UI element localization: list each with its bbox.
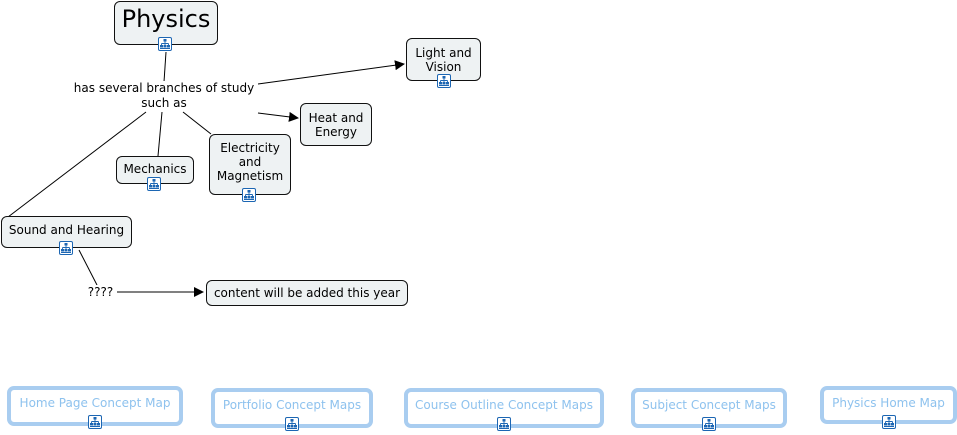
line-phrase-to-heat: [257, 111, 299, 122]
hierarchy-glyph: [439, 76, 449, 86]
concept-map-icon[interactable]: [88, 415, 102, 429]
concept-content-added-label: content will be added this year: [213, 286, 401, 300]
concept-heat-energy[interactable]: Heat and Energy: [300, 103, 372, 146]
line-sound-to-unknown: [78, 249, 98, 286]
line-phrase-to-light: [257, 60, 405, 85]
concept-mechanics-label: Mechanics: [123, 162, 187, 176]
concept-content-added[interactable]: content will be added this year: [206, 280, 408, 306]
hierarchy-glyph: [160, 39, 170, 49]
concept-light-vision-label: Light and Vision: [415, 45, 472, 74]
linking-phrase-branches: has several branches of study such as: [70, 81, 258, 111]
nav-home-page-label: Home Page Concept Map: [19, 396, 171, 410]
hierarchy-glyph: [499, 419, 509, 429]
hierarchy-glyph: [287, 419, 297, 429]
nav-course-outline-concept-maps[interactable]: Course Outline Concept Maps: [404, 388, 604, 428]
hierarchy-glyph: [244, 190, 254, 200]
concept-map-icon[interactable]: [242, 188, 256, 202]
concept-map-icon[interactable]: [882, 415, 896, 429]
hierarchy-glyph: [704, 419, 714, 429]
hierarchy-glyph: [90, 417, 100, 427]
hierarchy-glyph: [61, 243, 71, 253]
concept-map-icon[interactable]: [497, 417, 511, 431]
concept-light-vision[interactable]: Light and Vision: [406, 38, 481, 81]
concept-physics-label: Physics: [121, 5, 211, 33]
concept-sound-hearing-label: Sound and Hearing: [8, 223, 125, 237]
nav-physics-home-label: Physics Home Map: [832, 396, 945, 410]
line-phrase-to-mechanics: [157, 111, 163, 157]
nav-course-outline-label: Course Outline Concept Maps: [415, 398, 593, 412]
linking-phrase-unknown: ????: [84, 285, 117, 300]
line-physics-to-phrase: [163, 51, 167, 83]
nav-subject-label: Subject Concept Maps: [642, 398, 776, 412]
concept-heat-energy-label: Heat and Energy: [308, 110, 364, 139]
hierarchy-glyph: [149, 179, 159, 189]
concept-map-icon[interactable]: [285, 417, 299, 431]
nav-physics-home-map[interactable]: Physics Home Map: [820, 386, 957, 424]
line-phrase-to-electricity: [182, 111, 212, 135]
concept-electricity-magnetism-label: Electricity and Magnetism: [216, 141, 284, 183]
hierarchy-glyph: [884, 417, 894, 427]
concept-map-icon[interactable]: [437, 74, 451, 88]
nav-portfolio-label: Portfolio Concept Maps: [222, 398, 362, 412]
concept-map-icon[interactable]: [702, 417, 716, 431]
concept-map-icon[interactable]: [59, 241, 73, 255]
concept-map-icon[interactable]: [158, 37, 172, 51]
concept-electricity-magnetism[interactable]: Electricity and Magnetism: [209, 134, 291, 195]
line-phrase-to-sound: [7, 111, 147, 218]
concept-map-icon[interactable]: [147, 177, 161, 191]
